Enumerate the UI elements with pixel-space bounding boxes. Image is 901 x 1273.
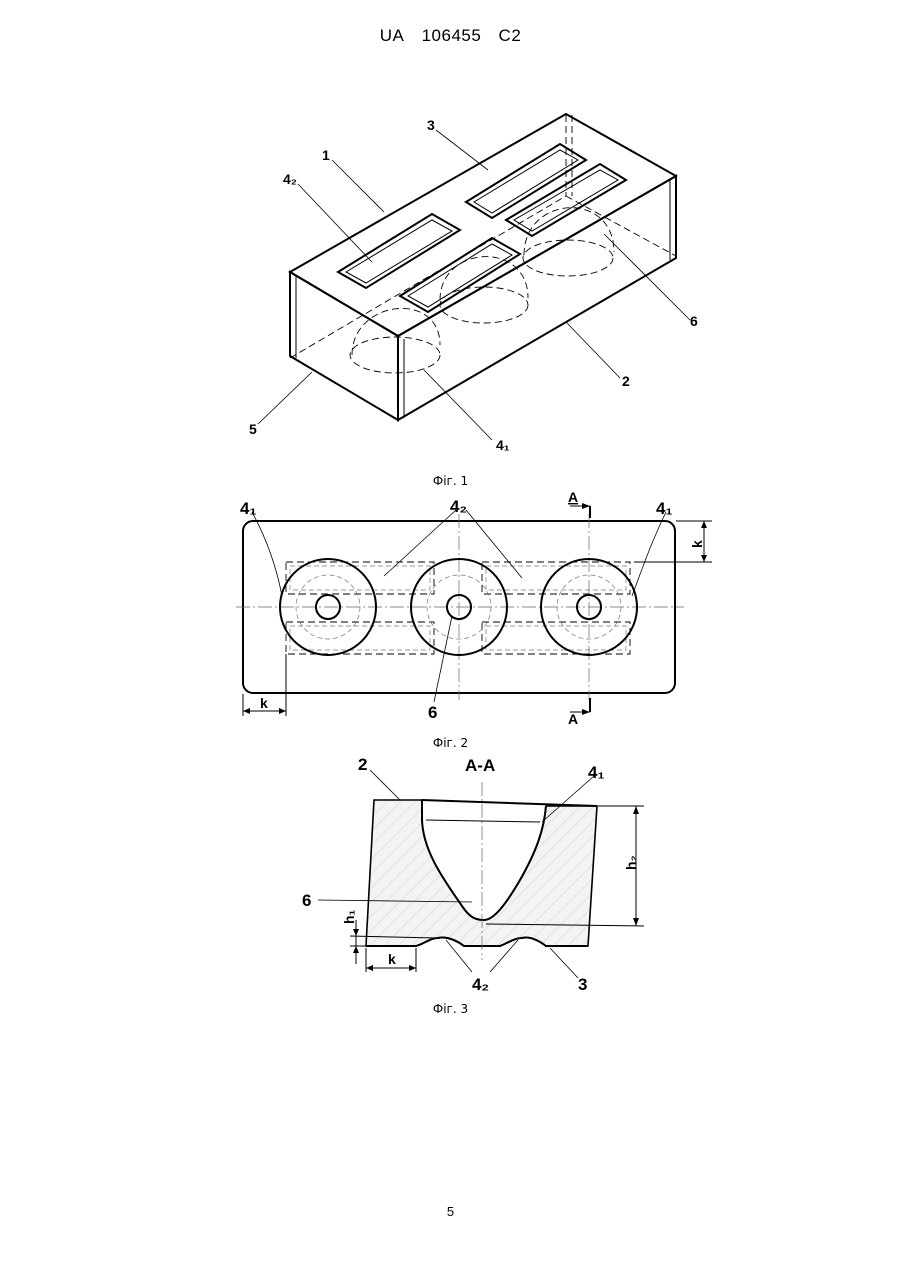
page-number: 5 (0, 1204, 901, 1219)
fig3-label-4-1: 4₁ (588, 763, 605, 782)
fig3-drawing: A-A 2 4₁ 6 4₂ 3 h₂ h₁ k (0, 0, 901, 1000)
fig3-caption: Фіг. 3 (0, 1002, 901, 1016)
fig3-label-3: 3 (578, 975, 587, 994)
fig3-title: A-A (465, 756, 495, 775)
fig3-label-h2: h₂ (623, 855, 639, 870)
fig3-section-body (366, 800, 597, 946)
fig3-label-k: k (388, 951, 396, 967)
fig3-label-2: 2 (358, 755, 367, 774)
fig3-label-h1: h₁ (341, 909, 357, 924)
fig3-label-6: 6 (302, 891, 311, 910)
fig3-label-4-2: 4₂ (472, 975, 489, 994)
